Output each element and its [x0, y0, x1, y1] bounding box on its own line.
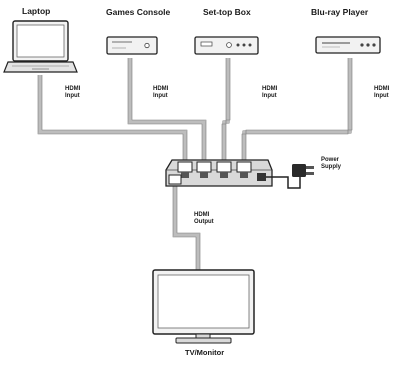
cable-bluray-player	[244, 58, 350, 162]
laptop-label: Laptop	[22, 7, 50, 16]
bluray-player-icon	[316, 37, 380, 53]
set-top-box-icon	[195, 37, 258, 54]
games-console-icon	[107, 37, 157, 54]
cable-games-console	[130, 58, 204, 162]
power-supply-icon	[266, 164, 314, 188]
bluray-player-label: Blu-ray Player	[311, 8, 368, 17]
games-console-label: Games Console	[106, 8, 170, 17]
tv-monitor-icon	[153, 270, 254, 343]
cable-output	[175, 180, 198, 272]
set-top-box-label: Set-top Box	[203, 8, 251, 17]
tv-monitor-label: TV/Monitor	[185, 349, 224, 357]
laptop-icon	[4, 21, 77, 72]
hdmi-switcher-icon	[166, 160, 272, 186]
